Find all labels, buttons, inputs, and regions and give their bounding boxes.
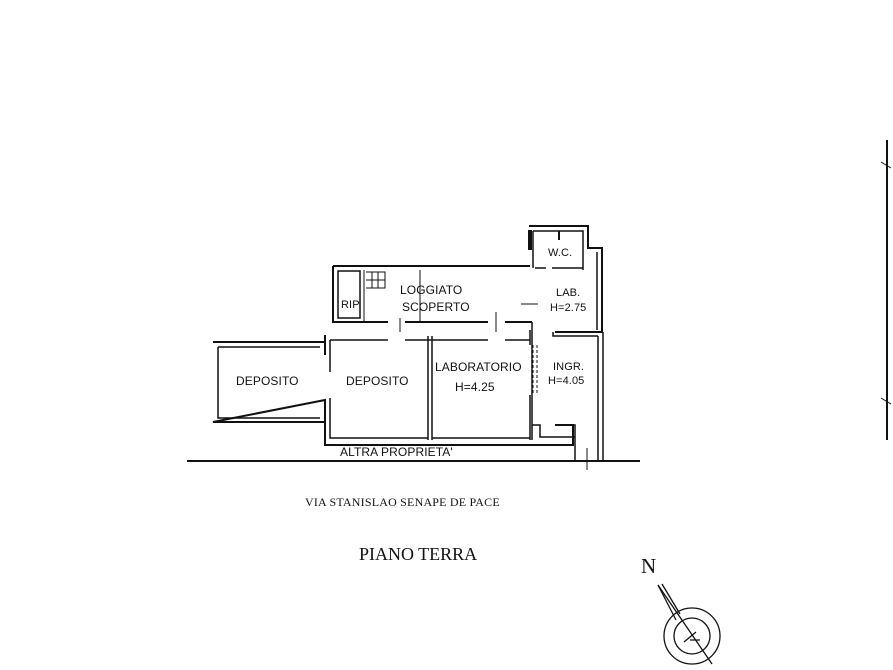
north-label: N [641,554,657,578]
room-label-laboratorio-height: H=4.25 [455,380,495,394]
room-label-lab: LAB. [556,287,581,299]
room-label-deposito-right: DEPOSITO [346,374,409,388]
room-label-lab-height: H=2.75 [550,302,587,314]
street-label: VIA STANISLAO SENAPE DE PACE [305,495,500,509]
compass-icon [657,583,721,665]
room-label-rip: RIP [341,299,360,311]
room-label-laboratorio: LABORATORIO [435,360,522,374]
floor-title: PIANO TERRA [359,544,478,564]
altra-proprieta-label: ALTRA PROPRIETA' [340,445,453,459]
room-label-wc: W.C. [548,247,573,259]
room-label-scoperto: SCOPERTO [402,300,470,314]
room-label-loggiato: LOGGIATO [400,283,463,297]
room-label-ingr: INGR. [553,361,585,373]
room-label-ingr-height: H=4.05 [548,375,585,387]
room-label-deposito-left: DEPOSITO [236,374,299,388]
